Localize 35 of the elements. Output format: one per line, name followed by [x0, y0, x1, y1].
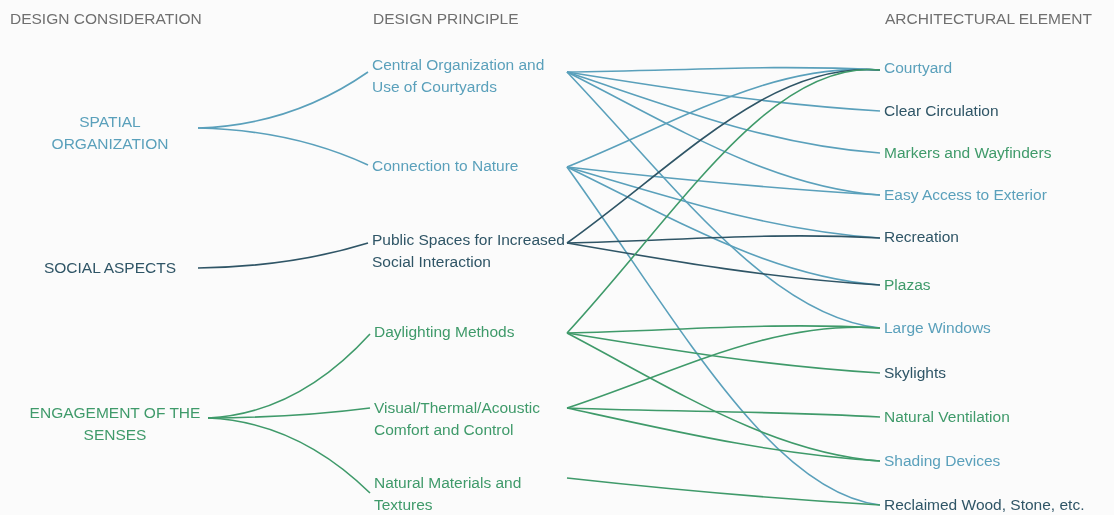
principle-label: Central Organization and Use of Courtyards [372, 54, 567, 98]
element-label: Courtyard [884, 57, 1084, 79]
element-label: Recreation [884, 226, 1084, 248]
connector-line [566, 477, 881, 506]
element-label: Clear Circulation [884, 100, 1084, 122]
element-label: Markers and Wayfinders [884, 142, 1084, 164]
column-heading: DESIGN PRINCIPLE [373, 10, 519, 28]
connector-line [566, 235, 881, 244]
connector-line [207, 417, 371, 494]
connector-line [566, 242, 881, 286]
connector-line [566, 407, 881, 418]
element-label: Plazas [884, 274, 1084, 296]
principle-label: Daylighting Methods [374, 321, 567, 343]
consideration-label: SPATIAL ORGANIZATION [20, 111, 200, 155]
column-heading: DESIGN CONSIDERATION [10, 10, 202, 28]
connector-line [566, 71, 881, 112]
element-label: Large Windows [884, 317, 1084, 339]
element-label: Skylights [884, 362, 1084, 384]
connector-line [197, 242, 369, 269]
column-heading: ARCHITECTURAL ELEMENT [885, 10, 1092, 28]
element-label: Reclaimed Wood, Stone, etc. [884, 494, 1099, 515]
connector-line [566, 407, 881, 462]
consideration-label: SOCIAL ASPECTS [20, 257, 200, 279]
element-label: Natural Ventilation [884, 406, 1084, 428]
element-label: Shading Devices [884, 450, 1084, 472]
principle-label: Connection to Nature [372, 155, 567, 177]
connector-line [566, 326, 881, 409]
connector-line [566, 166, 881, 196]
connector-line [197, 127, 369, 166]
principle-label: Public Spaces for Increased Social Interaction [372, 229, 567, 273]
element-label: Easy Access to Exterior [884, 184, 1084, 206]
consideration-label: ENGAGEMENT OF THE SENSES [20, 402, 210, 446]
connector-line [566, 332, 881, 374]
principle-label: Visual/Thermal/Acoustic Comfort and Control [374, 397, 567, 441]
principle-label: Natural Materials and Textures [374, 472, 567, 515]
